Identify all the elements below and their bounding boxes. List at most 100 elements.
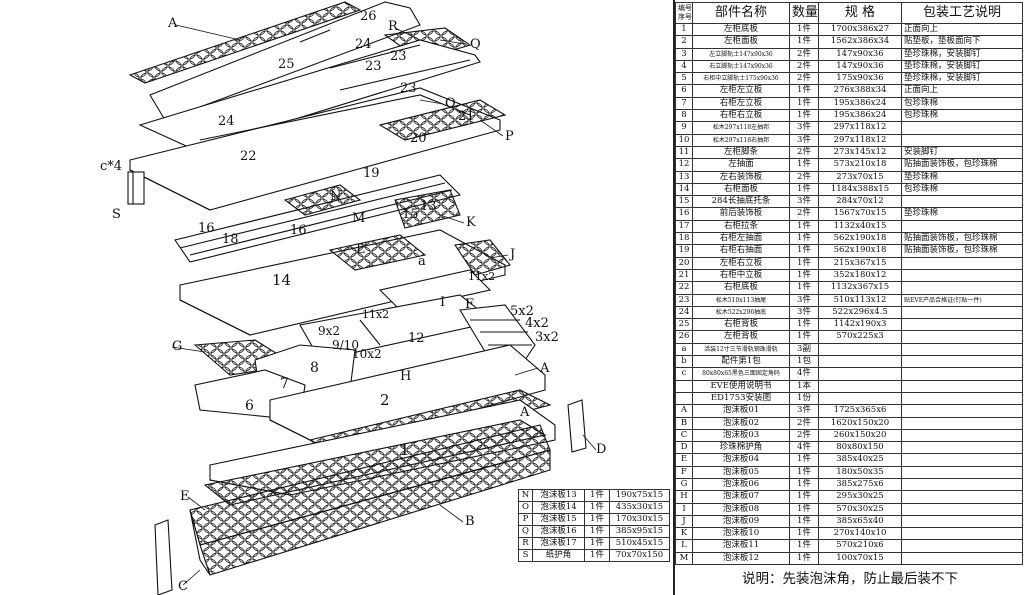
- label-15: 15: [402, 207, 419, 222]
- cell-spec: 297x118x12: [818, 133, 902, 147]
- label-2: 2: [380, 391, 390, 409]
- cell-qty: 1件: [789, 244, 819, 258]
- cell-qty: 1件: [789, 158, 819, 172]
- cell-process: 贴抽面装饰板，包珍珠棉: [901, 158, 1023, 172]
- cell-process: [901, 318, 1023, 332]
- cell-name: 284长抽底托条: [692, 195, 790, 209]
- cell-qty: 1件: [789, 318, 819, 332]
- label-C: C: [178, 579, 188, 594]
- cell-seq: 26: [675, 330, 693, 344]
- label-19: 19: [363, 166, 380, 181]
- foam-box-side: [189, 509, 211, 576]
- cell-seq: 14: [675, 182, 693, 197]
- cell-seq: Q: [518, 525, 533, 538]
- cell-name: 泡沫板05: [692, 465, 790, 479]
- cell-seq: 4: [675, 59, 693, 74]
- header-process: 包装工艺说明: [901, 2, 1023, 24]
- cell-spec: 190x75x15: [609, 489, 670, 502]
- cell-qty: 1件: [789, 268, 819, 283]
- label-18: 18: [222, 232, 239, 247]
- cell-process: [901, 416, 1023, 430]
- cell-process: 垫珍珠棉: [901, 170, 1023, 184]
- cell-seq: L: [675, 539, 693, 553]
- cell-qty: 1件: [789, 490, 819, 504]
- cell-qty: 1件: [584, 537, 610, 550]
- cell-name: 左立脚轨士147x90x36: [692, 47, 790, 61]
- cell-name: 右柜中立板: [692, 268, 790, 283]
- cell-process: [901, 355, 1023, 369]
- cell-seq: I: [675, 502, 693, 516]
- label-I: I: [440, 295, 445, 310]
- cell-name: 右柜背板: [692, 318, 790, 332]
- cell-qty: 1件: [789, 502, 819, 516]
- cell-name: 右柜右立板: [692, 109, 790, 123]
- cell-seq: 20: [675, 256, 693, 270]
- label-16a: 16: [198, 221, 215, 236]
- cell-qty: 1本: [789, 379, 819, 393]
- corner-bracket: [127, 171, 145, 205]
- label-6: 6: [245, 398, 254, 414]
- cell-name: 松木297x118右抽邦: [692, 133, 790, 147]
- label-9x2: 9x2: [318, 324, 340, 338]
- cell-spec: 562x190x18: [818, 232, 902, 246]
- cell-seq: 25: [675, 318, 693, 332]
- cell-spec: 147x90x36: [818, 47, 902, 61]
- cell-name: 右柜底板: [692, 281, 790, 295]
- cell-qty: 2件: [789, 428, 819, 443]
- cell-spec: 385x275x6: [818, 477, 902, 492]
- cell-seq: K: [675, 527, 693, 541]
- drawer-box: [378, 269, 492, 311]
- packing-note: 说明：先装泡沫角，防止最后装不下: [742, 571, 958, 587]
- cell-spec: 70x70x150: [609, 549, 670, 562]
- cell-name: 泡沫板10: [692, 527, 790, 541]
- cell-name: 右柜面板: [692, 182, 790, 197]
- cell-seq: E: [675, 453, 693, 467]
- cell-name: 松木297x118左抽邦: [692, 121, 790, 135]
- cell-qty: 2件: [789, 207, 819, 221]
- cell-seq: 3: [675, 47, 693, 61]
- cell-seq: 13: [675, 170, 693, 184]
- cell-qty: 1件: [789, 514, 819, 529]
- cell-process: 贴垫板，垫板面向下: [901, 35, 1023, 49]
- label-11a: 11x2: [468, 270, 495, 283]
- cell-qty: 3件: [789, 293, 819, 307]
- cell-seq: 22: [675, 281, 693, 295]
- cell-qty: 4件: [789, 367, 819, 381]
- cell-spec: 195x386x24: [818, 109, 902, 123]
- cell-seq: 8: [675, 109, 693, 123]
- cell-process: [901, 441, 1023, 455]
- cell-name: 80x80x65黑色三面固定角码: [692, 367, 790, 381]
- cell-name: 泡沫板06: [692, 477, 790, 492]
- cell-spec: [818, 367, 902, 381]
- cell-name: 泡沫板09: [692, 514, 790, 529]
- cell-name: 泡沫板07: [692, 490, 790, 504]
- label-M: M: [352, 211, 365, 226]
- cell-seq: 19: [675, 244, 693, 258]
- label-E: E: [180, 489, 190, 504]
- cell-seq: J: [675, 514, 693, 529]
- label-14: 14: [272, 271, 291, 289]
- cell-qty: 4件: [789, 441, 819, 455]
- cell-seq: 10: [675, 133, 693, 147]
- cell-qty: 1件: [789, 84, 819, 98]
- label-H: H: [400, 369, 411, 384]
- cell-qty: 2件: [789, 72, 819, 86]
- cell-name: 左柜背板: [692, 330, 790, 344]
- cell-seq: R: [518, 537, 533, 550]
- cell-qty: 3件: [789, 121, 819, 135]
- cell-name: 右立脚轨士147x90x36: [692, 59, 790, 74]
- cell-seq: 16: [675, 207, 693, 221]
- cell-spec: 80x80x150: [818, 441, 902, 455]
- label-24a: 24: [355, 37, 372, 52]
- cell-process: 正面向上: [901, 84, 1023, 98]
- cell-process: 包珍珠棉: [901, 96, 1023, 111]
